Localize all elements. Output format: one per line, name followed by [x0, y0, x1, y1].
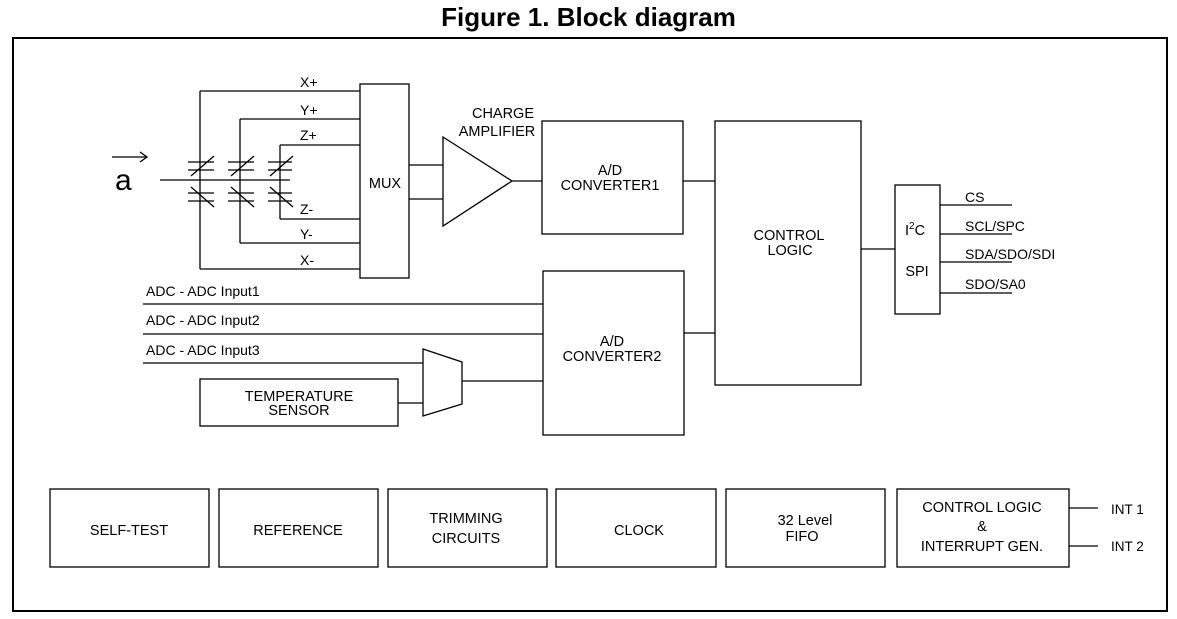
control-logic-label: CONTROL	[754, 228, 825, 244]
trimming-label: TRIMMING	[429, 511, 502, 527]
mux-block	[359, 83, 410, 279]
pin-label: SDA/SDO/SDI	[965, 246, 1055, 262]
adc2-label: A/D	[600, 334, 624, 350]
ctrl-int-label: INTERRUPT GEN.	[921, 539, 1043, 555]
trimming-label: CIRCUITS	[432, 531, 500, 547]
spi-label: SPI	[905, 264, 928, 280]
temp-sensor-label: TEMPERATURE	[245, 389, 354, 405]
axis-label: X-	[300, 252, 314, 268]
outer-frame	[12, 37, 1168, 612]
control-logic-block	[714, 120, 862, 386]
fifo-label: 32 Level	[778, 513, 833, 529]
adc1-label: CONVERTER1	[561, 178, 660, 194]
pin-label: SCL/SPC	[965, 218, 1025, 234]
i2c-label: I2C	[905, 221, 925, 239]
axis-label: X+	[300, 74, 318, 90]
fifo-block	[725, 488, 886, 568]
control-logic-label: LOGIC	[767, 243, 812, 259]
capacitor-upper	[188, 155, 294, 177]
temp-sensor-block	[199, 378, 399, 427]
fifo-label: FIFO	[785, 529, 818, 545]
adc-input-label: ADC - ADC Input1	[146, 283, 260, 299]
charge-amplifier	[442, 135, 514, 228]
ctrl-int-block	[896, 488, 1070, 568]
reference-block	[218, 488, 379, 568]
self-test-label: SELF-TEST	[90, 523, 168, 539]
adc-input-label: ADC - ADC Input3	[146, 342, 260, 358]
temp-sensor-label: SENSOR	[268, 403, 329, 419]
ctrl-int-label: CONTROL LOGIC	[922, 500, 1042, 516]
pin-label: SDO/SA0	[965, 276, 1026, 292]
charge-amp-label: CHARGE	[472, 106, 534, 122]
axis-label: Y+	[300, 102, 318, 118]
adc1-label: A/D	[598, 163, 622, 179]
page-title: Figure 1. Block diagram	[441, 2, 736, 32]
axis-label: Y-	[300, 226, 313, 242]
interrupt-label: INT 2	[1111, 539, 1144, 554]
charge-amp-label: AMPLIFIER	[459, 124, 536, 140]
accel-symbol: a	[115, 164, 132, 197]
pin-label: CS	[965, 189, 984, 205]
reference-label: REFERENCE	[253, 523, 343, 539]
interrupt-label: INT 1	[1111, 502, 1144, 517]
adc2-block	[542, 270, 685, 436]
i2c-spi-block	[894, 184, 941, 315]
ctrl-int-label: &	[977, 519, 987, 535]
adc2-label: CONVERTER2	[563, 349, 662, 365]
capacitor-lower	[188, 186, 294, 208]
adc1-block	[541, 120, 684, 235]
self-test-block	[49, 488, 210, 568]
input-mux	[422, 348, 463, 417]
axis-label: Z-	[300, 201, 314, 217]
axis-label: Z+	[300, 127, 317, 143]
clock-block	[555, 488, 717, 568]
clock-label: CLOCK	[614, 523, 664, 539]
adc-input-label: ADC - ADC Input2	[146, 312, 260, 328]
trimming-block	[387, 488, 548, 568]
mux-label: MUX	[369, 176, 402, 192]
